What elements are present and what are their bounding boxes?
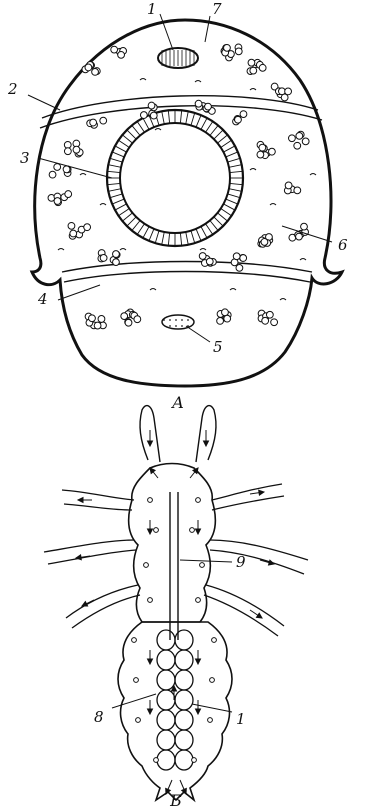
dorsal-vessel-striations bbox=[162, 50, 194, 66]
right-legs bbox=[204, 484, 308, 636]
fat-body-clusters bbox=[48, 44, 309, 329]
label-4: 4 bbox=[37, 290, 48, 308]
label-9: 9 bbox=[236, 553, 246, 571]
label-1-b: 1 bbox=[236, 710, 246, 728]
cross-section-diagram: 1 2 3 4 5 6 7 A bbox=[7, 0, 348, 412]
left-legs bbox=[44, 490, 140, 628]
gut-epithelium bbox=[107, 110, 243, 246]
label-1-a: 1 bbox=[147, 0, 157, 18]
label-5: 5 bbox=[213, 338, 223, 356]
lower-septum bbox=[62, 262, 312, 273]
larva-diagram: 9 8 1 Б bbox=[44, 406, 308, 810]
upper-septum bbox=[42, 96, 318, 118]
label-6: 6 bbox=[338, 236, 348, 254]
body-wall-outline bbox=[32, 20, 342, 386]
abdomen bbox=[118, 622, 232, 800]
head-and-thorax bbox=[129, 464, 216, 623]
label-3: 3 bbox=[20, 149, 30, 167]
lower-septum-inner bbox=[64, 272, 310, 283]
dorsal-vessel-tube bbox=[170, 492, 178, 640]
label-8: 8 bbox=[94, 708, 104, 726]
label-7: 7 bbox=[212, 0, 222, 18]
heart-chambers bbox=[157, 630, 193, 770]
ostia-markers bbox=[132, 498, 217, 763]
caption-b: Б bbox=[169, 791, 182, 810]
label-2: 2 bbox=[7, 80, 18, 98]
gut-inner-wall bbox=[120, 123, 230, 233]
caption-a: A bbox=[170, 393, 184, 412]
nerve-cord bbox=[162, 315, 194, 329]
